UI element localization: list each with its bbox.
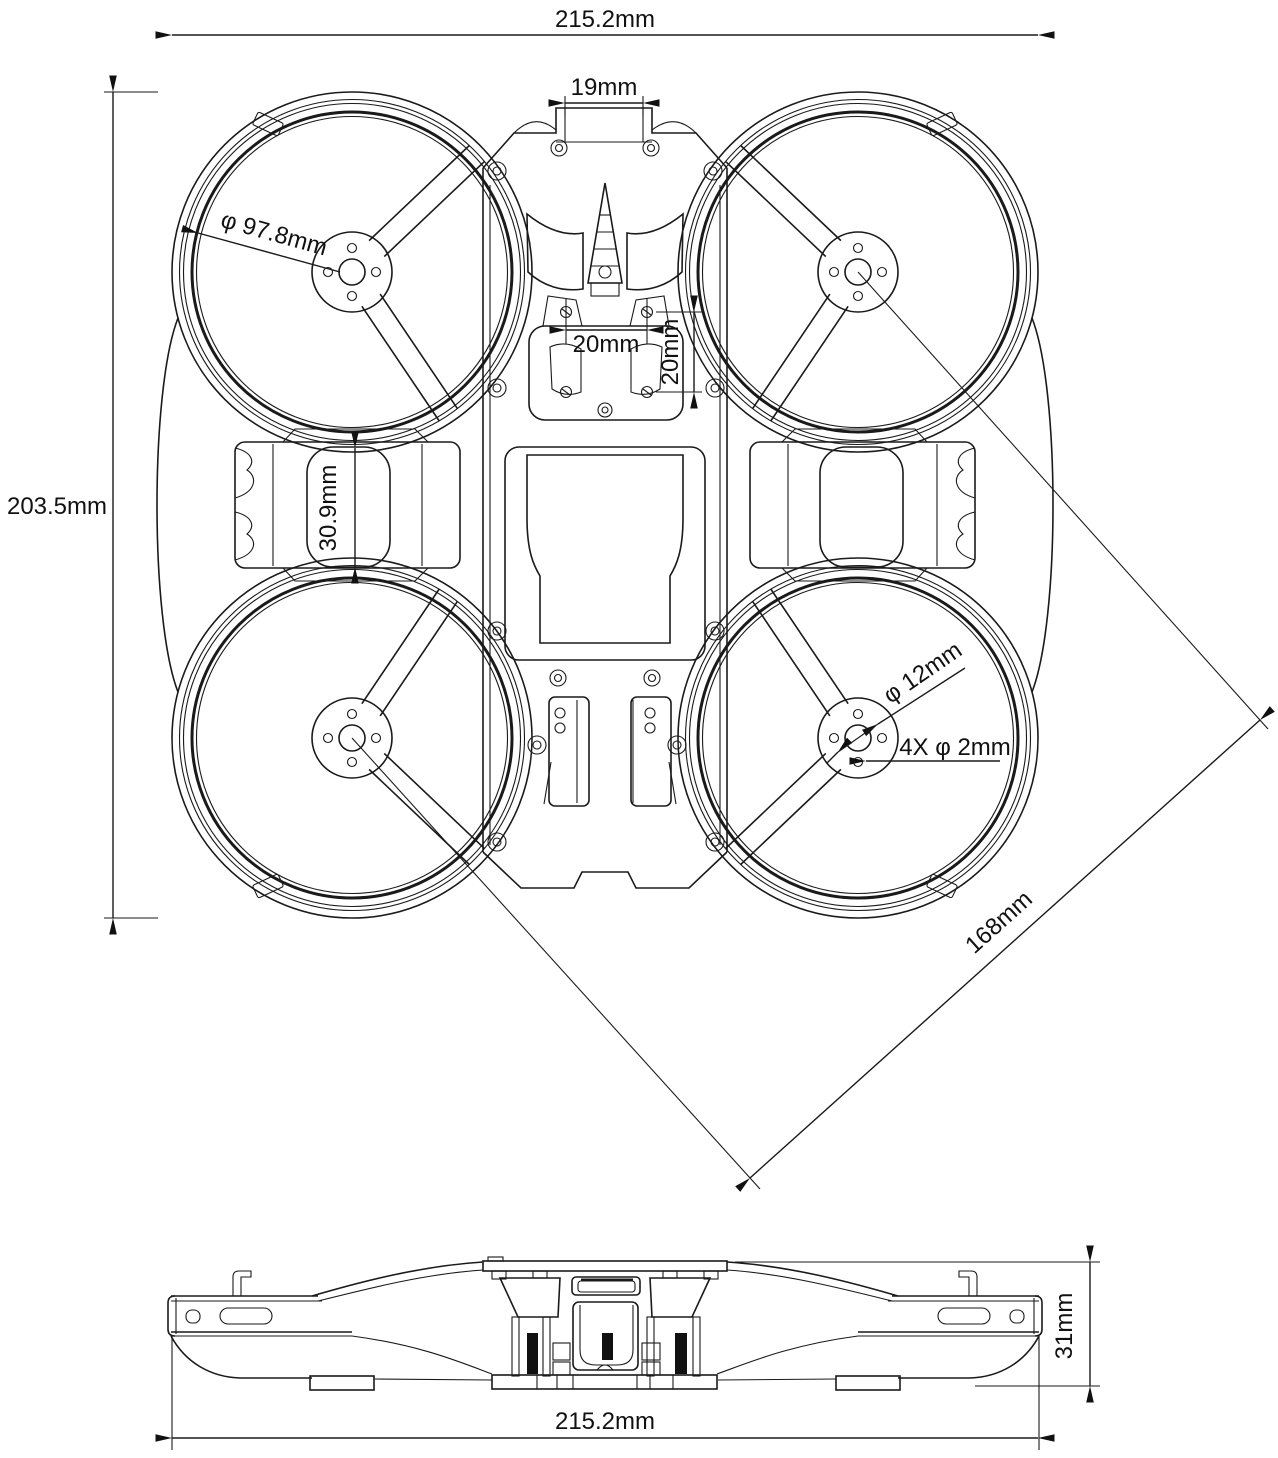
right-pod xyxy=(649,1277,712,1318)
dim-overall-width: 215.2mm xyxy=(155,6,1055,39)
antenna-hook xyxy=(232,1270,252,1296)
center-box xyxy=(572,1301,639,1371)
battery-plate xyxy=(504,446,706,661)
side-center-stack xyxy=(311,1256,899,1390)
motor-mount-rear-left xyxy=(311,588,485,865)
dim-stack-width: 20mm xyxy=(549,298,664,358)
duct-tab xyxy=(252,873,284,899)
right-ear xyxy=(651,121,697,134)
dim-strap-slot-height-label: 30.9mm xyxy=(315,465,342,552)
body-bottom-edge xyxy=(482,851,728,889)
camera-box xyxy=(571,1276,641,1296)
base-plate xyxy=(491,1374,718,1390)
dim-camera-mount-width: 19mm xyxy=(548,74,660,116)
side-right-duct xyxy=(716,1270,1043,1391)
motor-mount-rear-right xyxy=(725,588,899,865)
standoff xyxy=(527,1333,538,1374)
duct-front-right xyxy=(677,91,1039,453)
dim-stack-height: 20mm xyxy=(656,295,702,409)
camera-mount-spike xyxy=(587,182,623,297)
dim-side-height: 31mm xyxy=(735,1245,1100,1403)
motor-mount-front-left xyxy=(311,145,485,422)
dim-stack-width-label: 20mm xyxy=(573,331,640,358)
left-wing-cutout xyxy=(526,212,584,291)
top-view xyxy=(156,91,1054,919)
motor-mount-front-right xyxy=(725,145,899,422)
rear-towers xyxy=(543,669,677,807)
dim-stack-height-label: 20mm xyxy=(657,319,684,386)
dim-duct-diameter: φ 97.8mm xyxy=(181,206,341,273)
left-waist-outline xyxy=(156,317,179,693)
dim-duct-diameter-label: φ 97.8mm xyxy=(218,206,330,261)
dim-side-width-label: 215.2mm xyxy=(555,1408,655,1435)
center-body xyxy=(482,107,728,889)
duct-tab xyxy=(926,111,958,137)
right-wing-cutout xyxy=(626,212,684,291)
body-screws xyxy=(487,139,725,852)
duct-front-left xyxy=(171,91,533,453)
right-strap-channel xyxy=(749,428,976,582)
dim-overall-width-label: 215.2mm xyxy=(555,6,655,33)
duct-tab xyxy=(252,111,284,137)
left-ear xyxy=(513,121,557,134)
dim-overall-height-label: 203.5mm xyxy=(7,493,107,520)
dim-motor-holes-label: 4X φ 2mm xyxy=(899,734,1011,761)
dim-strap-slot-height: 30.9mm xyxy=(315,431,359,584)
dim-overall-height: 203.5mm xyxy=(7,75,158,935)
dim-motor-holes: 4X φ 2mm xyxy=(849,734,1011,765)
dim-side-height-label: 31mm xyxy=(1051,1293,1078,1360)
standoff xyxy=(675,1333,687,1374)
dim-motor-diagonal: 168mm xyxy=(351,271,1275,1192)
top-plate-outline xyxy=(482,107,728,169)
left-pod xyxy=(498,1277,561,1318)
dim-camera-mount-width-label: 19mm xyxy=(571,74,638,101)
left-strap-channel xyxy=(234,428,461,582)
right-waist-outline xyxy=(1031,317,1054,693)
dimensions: 215.2mm 19mm φ 97.8mm 20mm 20mm 30.9mm xyxy=(7,6,1275,1450)
dim-motor-bolt-circle-label: φ 12mm xyxy=(878,637,967,710)
side-view xyxy=(167,1256,1043,1391)
dim-motor-diagonal-label: 168mm xyxy=(960,886,1038,960)
dim-side-width: 215.2mm xyxy=(155,1336,1055,1450)
standoff xyxy=(602,1333,613,1360)
antenna-hook xyxy=(958,1270,978,1296)
side-left-duct xyxy=(167,1270,493,1391)
